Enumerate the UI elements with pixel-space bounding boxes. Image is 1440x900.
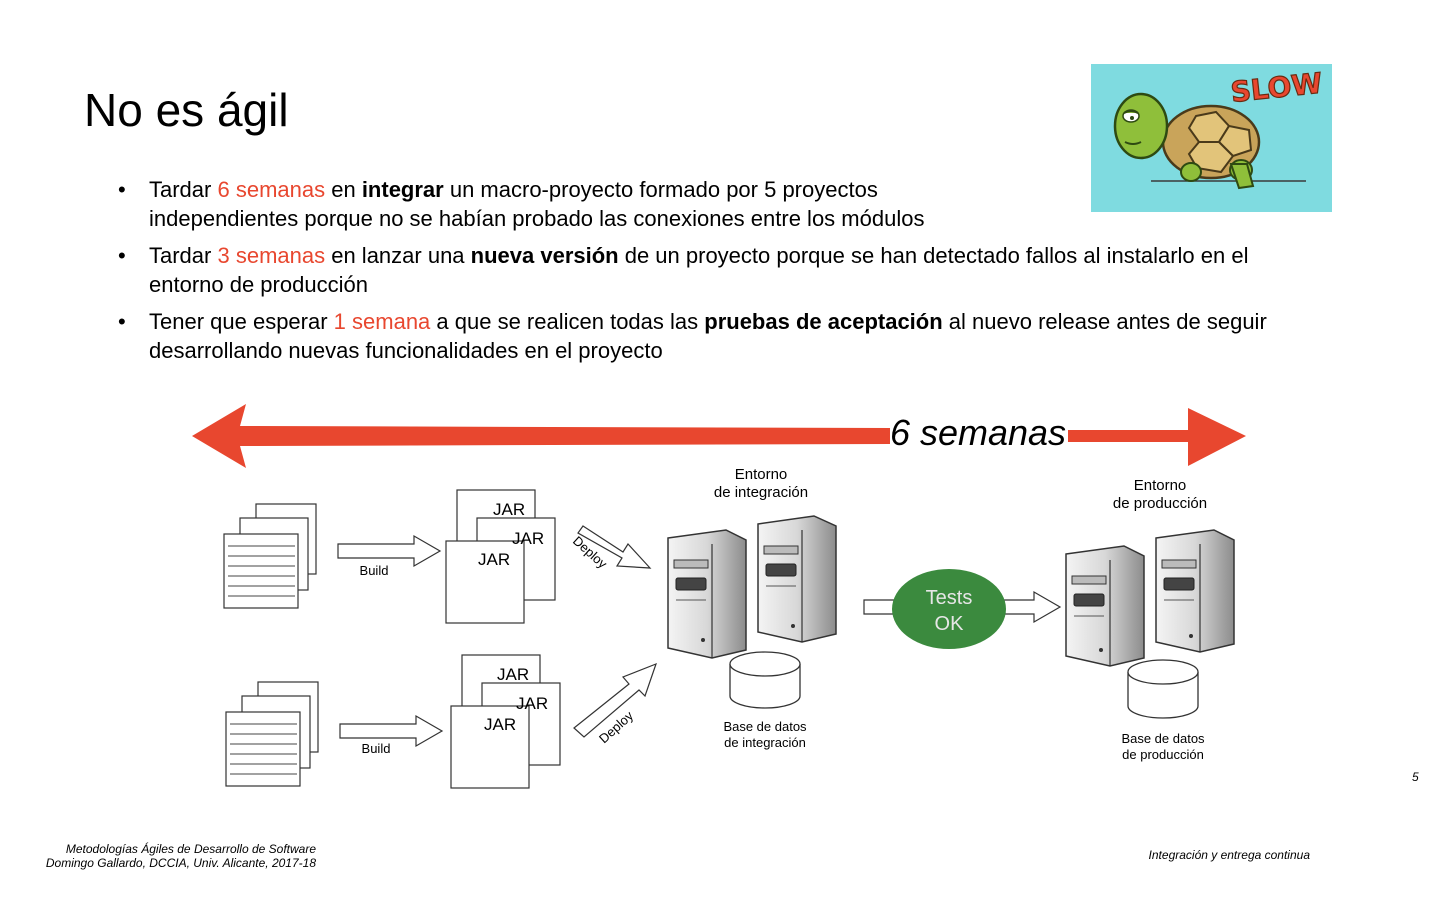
footer-author: Domingo Gallardo, DCCIA, Univ. Alicante,… <box>45 856 316 870</box>
bullet-text: a que se realicen todas las <box>430 309 705 334</box>
bullet-bold: nueva versión <box>470 243 619 268</box>
server-icon <box>1155 529 1235 653</box>
tests-label-line1: Tests <box>926 587 973 609</box>
bullet-item: • Tener que esperar 1 semana a que se re… <box>118 307 1398 365</box>
bullet-text: de un proyecto porque se han detectado f… <box>618 243 1249 268</box>
database-icon <box>1127 659 1199 719</box>
footer-topic: Integración y entrega continua <box>1148 848 1310 862</box>
duration-label: 6 semanas <box>890 412 1066 453</box>
jar-label: JAR <box>512 529 544 548</box>
database-icon <box>729 651 801 709</box>
bullet-text: independientes porque no se habían proba… <box>149 206 925 231</box>
jar-label: JAR <box>478 550 510 569</box>
bullet-highlight: 3 semanas <box>217 243 326 268</box>
turtle-icon: SLOW <box>1091 64 1332 212</box>
slide-title: No es ágil <box>84 84 289 136</box>
production-db-label-line1: Base de datos <box>1121 731 1205 746</box>
integration-env-label-line1: Entorno <box>735 466 788 483</box>
bullet-text: Tener que esperar <box>149 309 334 334</box>
footer-credits: Metodologías Ágiles de Desarrollo de Sof… <box>40 842 316 870</box>
bullet-text: Tardar <box>149 177 218 202</box>
jar-label: JAR <box>484 715 516 734</box>
bullet-dot: • <box>118 243 126 268</box>
bullet-text: en <box>325 177 362 202</box>
bullet-text: Tardar <box>149 243 218 268</box>
bullet-text: desarrollando nuevas funcionalidades en … <box>149 338 663 363</box>
source-files-stack-2 <box>225 681 319 787</box>
server-icon <box>1065 545 1145 667</box>
jar-label: JAR <box>497 665 529 684</box>
server-icon <box>667 529 747 659</box>
deploy-arrow-2 <box>573 662 657 738</box>
bullet-highlight: 6 semanas <box>217 177 326 202</box>
bullet-dot: • <box>118 177 126 202</box>
bullet-bold: integrar <box>361 177 444 202</box>
production-env-label-line1: Entorno <box>1134 477 1187 494</box>
bullet-dot: • <box>118 309 126 334</box>
jar-stack-2 <box>450 654 561 789</box>
bullet-bold: pruebas de aceptación <box>704 309 943 334</box>
production-env-label-line2: de producción <box>1113 495 1207 512</box>
build-arrow-1 <box>337 534 442 568</box>
bullet-text: entorno de producción <box>149 272 368 297</box>
timeline-arrow <box>192 404 1246 468</box>
server-icon <box>757 515 837 643</box>
bullet-list: • Tardar 6 semanas en integrar un macro-… <box>118 175 1398 373</box>
bullet-item: • Tardar 6 semanas en integrar un macro-… <box>118 175 1398 233</box>
deploy-arrow-1 <box>577 525 652 569</box>
build-arrow-2 <box>339 714 444 748</box>
footer-course: Metodologías Ágiles de Desarrollo de Sof… <box>65 842 316 856</box>
bullet-text: al nuevo release antes de seguir <box>942 309 1267 334</box>
integration-db-label-line1: Base de datos <box>723 719 807 734</box>
integration-db-label-line2: de integración <box>724 735 806 750</box>
jar-stack-1 <box>445 489 556 624</box>
bullet-text: en lanzar una <box>325 243 471 268</box>
source-files-stack-1 <box>223 503 317 609</box>
slow-turtle-image: SLOW <box>1091 64 1332 212</box>
bullet-highlight: 1 semana <box>333 309 431 334</box>
build-label-2: Build <box>362 741 391 756</box>
production-db-label-line2: de producción <box>1122 747 1204 762</box>
jar-label: JAR <box>493 500 525 519</box>
integration-env-label-line2: de integración <box>714 484 808 501</box>
bullet-item: • Tardar 3 semanas en lanzar una nueva v… <box>118 241 1398 299</box>
build-label-1: Build <box>360 563 389 578</box>
tests-label-line2: OK <box>935 613 965 635</box>
tests-ok-badge <box>892 569 1006 649</box>
page-number: 5 <box>1412 770 1419 784</box>
jar-label: JAR <box>516 694 548 713</box>
bullet-text: un macro-proyecto formado por 5 proyecto… <box>443 177 878 202</box>
